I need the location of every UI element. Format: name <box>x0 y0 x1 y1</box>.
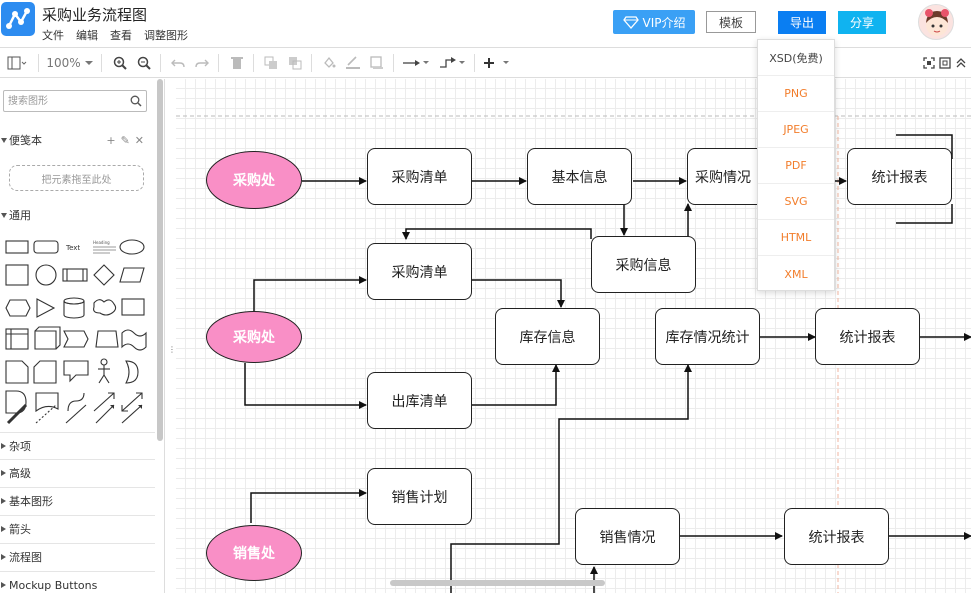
menu-view[interactable]: 查看 <box>110 29 132 42</box>
panel-toggle-icon[interactable] <box>2 48 32 78</box>
expand-caret-icon <box>1 137 7 143</box>
purchase-list-node-1[interactable]: 采购清单 <box>367 148 472 205</box>
general-section-header[interactable]: 通用 <box>0 206 155 224</box>
stats-report-node-1[interactable]: 统计报表 <box>847 148 952 205</box>
category-basic[interactable]: 基本图形 <box>0 487 155 514</box>
collapsed-caret-icon <box>1 554 6 560</box>
category-label: 流程图 <box>9 551 42 564</box>
menu-arrange[interactable]: 调整图形 <box>144 29 188 42</box>
purchase-info-node[interactable]: 采购信息 <box>591 236 696 293</box>
category-label: 高级 <box>9 467 31 480</box>
app-header: 采购业务流程图 文件 编辑 查看 调整图形 VIP介绍 模板 导出 分享 <box>0 0 971 47</box>
sales-plan-node[interactable]: 销售计划 <box>367 468 472 525</box>
favorites-section-header[interactable]: 便笺本 <box>0 131 155 149</box>
favorites-title: 便笺本 <box>9 134 42 147</box>
heading-shape-label: Heading <box>93 240 110 245</box>
vip-label: VIP介绍 <box>642 15 686 30</box>
connectors-layer <box>176 115 971 593</box>
outbound-list-node[interactable]: 出库清单 <box>367 372 472 429</box>
export-xml-option[interactable]: XML <box>784 267 808 281</box>
category-misc[interactable]: 杂项 <box>0 432 155 459</box>
export-html-option[interactable]: HTML <box>758 220 834 256</box>
shadow-icon[interactable] <box>367 48 387 78</box>
stats-report-node-3[interactable]: 统计报表 <box>784 508 889 565</box>
diamond-icon <box>622 15 639 29</box>
collapse-up-icon[interactable] <box>953 48 969 78</box>
delete-icon[interactable] <box>227 48 247 78</box>
to-front-icon[interactable] <box>261 48 281 78</box>
vip-button[interactable]: VIP介绍 <box>613 10 695 34</box>
collapsed-caret-icon <box>1 470 6 476</box>
edit-favorite-icon[interactable]: ✎ <box>120 134 130 147</box>
collapsed-caret-icon <box>1 443 6 449</box>
app-logo-icon[interactable] <box>1 2 35 36</box>
shape-search-input[interactable] <box>8 93 126 109</box>
stats-report-node-2[interactable]: 统计报表 <box>815 308 920 365</box>
category-label: 基本图形 <box>9 495 53 508</box>
template-button[interactable]: 模板 <box>706 11 756 33</box>
fit-page-icon[interactable] <box>921 48 937 78</box>
user-avatar[interactable] <box>918 4 954 40</box>
purchase-list-node-2[interactable]: 采购清单 <box>367 243 472 300</box>
add-favorite-icon[interactable]: + <box>106 134 116 147</box>
export-button[interactable]: 导出 <box>778 11 826 34</box>
category-label: 杂项 <box>9 440 31 453</box>
zoom-select[interactable]: 100% <box>45 48 95 78</box>
favorites-dropzone[interactable]: 把元素拖至此处 <box>9 165 144 191</box>
redo-icon[interactable] <box>192 48 212 78</box>
export-svg-option[interactable]: SVG <box>758 184 834 220</box>
category-advanced[interactable]: 高级 <box>0 459 155 486</box>
line-color-icon[interactable] <box>343 48 363 78</box>
canvas-horizontal-scrollbar[interactable] <box>390 580 605 586</box>
sidebar-resize-handle[interactable]: ⋮ <box>168 345 176 354</box>
inventory-info-node[interactable]: 库存信息 <box>495 308 600 365</box>
collapsed-caret-icon <box>1 582 6 588</box>
fullscreen-icon[interactable] <box>937 48 953 78</box>
undo-icon[interactable] <box>168 48 188 78</box>
export-menu: XSD(免费) PNG JPEG PDF SVG HTML XML <box>757 39 835 291</box>
sales-status-node[interactable]: 销售情况 <box>575 508 680 565</box>
basic-info-node[interactable]: 基本信息 <box>527 148 632 205</box>
category-flowchart[interactable]: 流程图 <box>0 543 155 570</box>
fill-color-icon[interactable] <box>319 48 339 78</box>
category-label: Mockup Buttons <box>9 578 98 592</box>
inventory-stats-node[interactable]: 库存情况统计 <box>655 308 760 365</box>
shapes-sidebar: 便笺本 + ✎ ✕ 把元素拖至此处 通用 <box>0 79 165 593</box>
purchasing-dept-node-1[interactable]: 采购处 <box>206 151 302 209</box>
collapsed-caret-icon <box>1 526 6 532</box>
export-pdf-option[interactable]: PDF <box>758 148 834 184</box>
document-title[interactable]: 采购业务流程图 <box>42 6 148 24</box>
export-xsd-option[interactable]: XSD(免费) <box>758 40 834 76</box>
sales-dept-node[interactable]: 销售处 <box>206 525 302 581</box>
waypoint-style-icon[interactable] <box>436 48 468 78</box>
expand-caret-icon <box>1 212 7 218</box>
share-button[interactable]: 分享 <box>838 11 886 34</box>
diagram-canvas[interactable]: 采购处 采购处 销售处 采购清单 基本信息 采购情况 统计报表 采购信息 采购清… <box>176 79 971 593</box>
zoom-out-icon[interactable] <box>134 48 154 78</box>
zoom-level: 100% <box>46 56 81 70</box>
connector-style-icon[interactable] <box>400 48 432 78</box>
collapsed-caret-icon <box>1 498 6 504</box>
insert-plus-icon[interactable] <box>481 48 513 78</box>
shape-search <box>3 90 147 112</box>
export-jpeg-option[interactable]: JPEG <box>758 112 834 148</box>
menu-file[interactable]: 文件 <box>42 29 64 42</box>
sidebar-scrollbar[interactable] <box>157 79 163 441</box>
to-back-icon[interactable] <box>285 48 305 78</box>
close-favorite-icon[interactable]: ✕ <box>134 134 144 147</box>
category-mockup-buttons[interactable]: Mockup Buttons <box>0 571 155 593</box>
zoom-in-icon[interactable] <box>110 48 130 78</box>
general-shapes-palette[interactable]: Text Heading <box>4 237 150 427</box>
purchasing-dept-node-2[interactable]: 采购处 <box>206 311 302 363</box>
export-png-option[interactable]: PNG <box>758 76 834 112</box>
search-icon[interactable] <box>130 95 142 107</box>
category-arrows[interactable]: 箭头 <box>0 515 155 542</box>
menu-bar: 文件 编辑 查看 调整图形 <box>42 27 188 43</box>
general-title: 通用 <box>9 209 31 222</box>
text-shape-label: Text <box>65 244 80 252</box>
menu-edit[interactable]: 编辑 <box>76 29 98 42</box>
category-label: 箭头 <box>9 523 31 536</box>
